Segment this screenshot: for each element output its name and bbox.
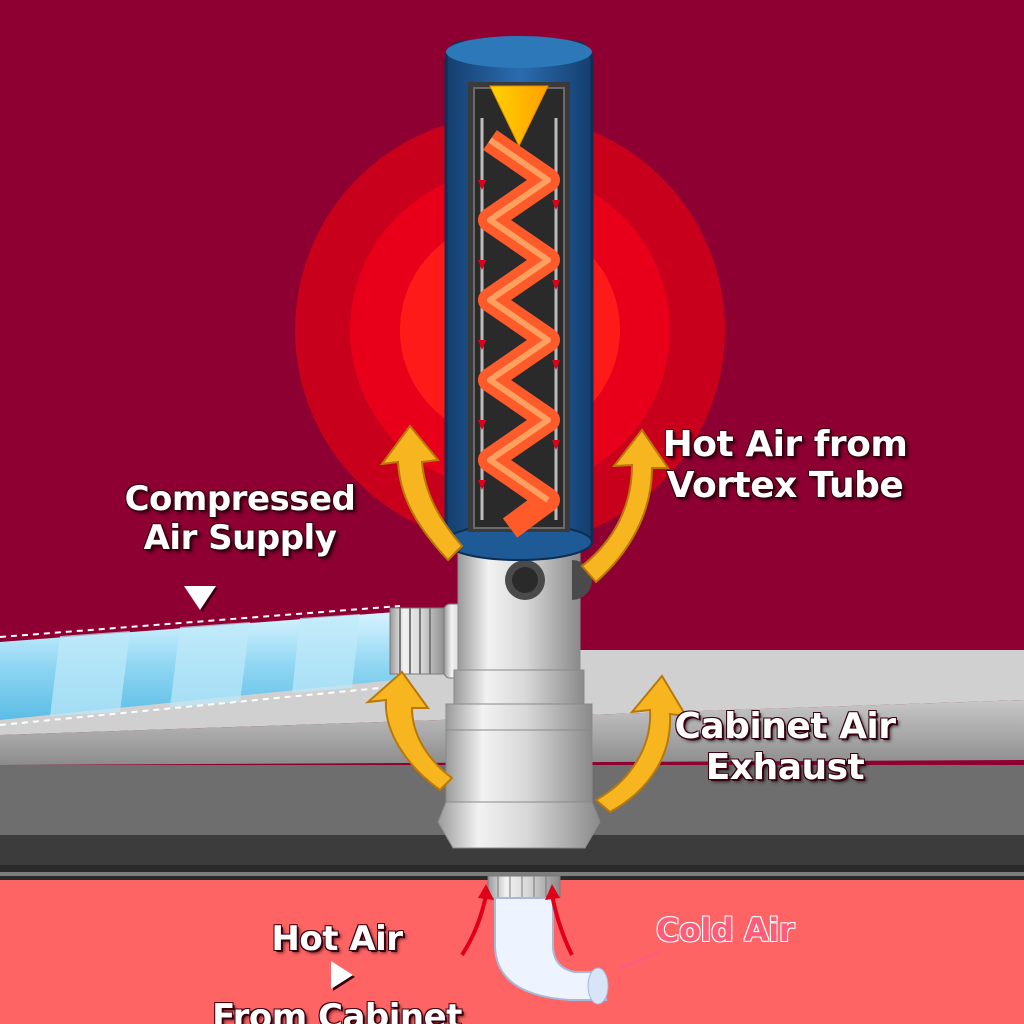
label-hot-air-from-vortex-tube: Hot Air from Vortex Tube	[650, 424, 920, 507]
curved-arrow-icon	[580, 428, 670, 584]
curved-arrow-icon	[364, 670, 454, 792]
curved-arrow-icon	[594, 674, 688, 814]
label-hot-air-from-cabinet: Hot Air From Cabinet	[212, 919, 462, 1024]
label-hot-cabinet-row1: Hot Air	[212, 919, 462, 998]
hot-cabinet-flow-arrows	[460, 894, 574, 957]
label-cold-air: Cold Air	[656, 911, 795, 949]
label-hot-cabinet-line1: Hot Air	[271, 919, 403, 959]
cold-air-leader	[619, 950, 661, 970]
label-compressed-line2: Air Supply	[143, 518, 337, 559]
compressed-air-hose	[0, 605, 401, 726]
triangle-right-icon	[331, 961, 353, 990]
cold-air-outlet	[487, 875, 609, 1005]
label-hot-vortex-line1: Hot Air from	[662, 424, 908, 465]
label-hot-vortex-line2: Vortex Tube	[666, 465, 904, 507]
triangle-down-icon	[184, 586, 216, 610]
vortex-generator-body	[437, 544, 601, 849]
label-exhaust-line2: Exhaust	[705, 747, 865, 789]
label-exhaust-line1: Cabinet Air	[674, 706, 896, 747]
label-hot-cabinet-line2: From Cabinet	[212, 997, 462, 1024]
label-compressed-air-supply: Compressed Air Supply	[110, 479, 370, 559]
label-compressed-line1: Compressed	[124, 479, 356, 519]
label-cabinet-air-exhaust: Cabinet Air Exhaust	[660, 706, 910, 789]
flow-arrows	[364, 424, 688, 814]
curved-arrow-icon	[379, 424, 464, 562]
vortex-tube	[444, 36, 594, 561]
